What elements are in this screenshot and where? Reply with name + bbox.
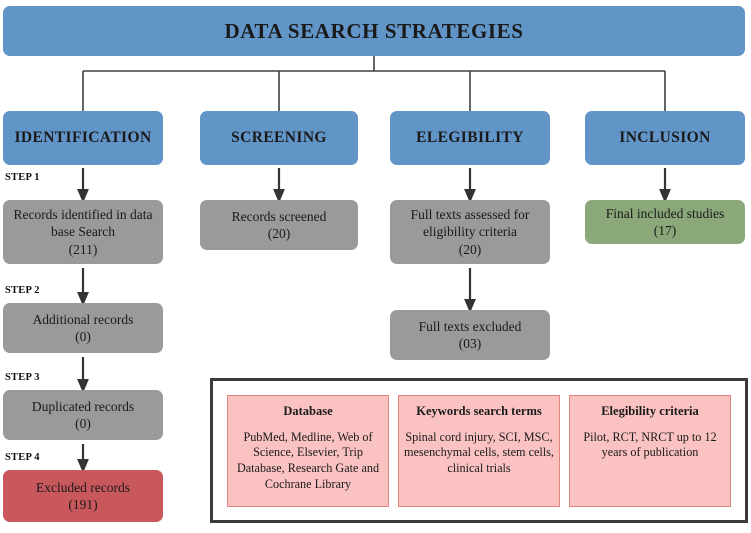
card-keywords-body: Spinal cord injury, SCI, MSC, mesenchyma… xyxy=(404,429,554,476)
stage-header-elegibility: ELEGIBILITY xyxy=(390,111,550,165)
step-label-4: STEP 4 xyxy=(5,452,40,463)
node-records-identified: Records identified in data base Search (… xyxy=(3,200,163,264)
card-database: Database PubMed, Medline, Web of Science… xyxy=(227,394,389,507)
node-duplicated-records: Duplicated records (0) xyxy=(3,390,163,440)
page-title: DATA SEARCH STRATEGIES xyxy=(3,6,745,56)
node-excluded-records-count: (191) xyxy=(68,497,98,512)
node-duplicated-records-text: Duplicated records xyxy=(31,398,135,414)
node-final-included-studies: Final included studies (17) xyxy=(585,200,745,244)
step-label-1: STEP 1 xyxy=(5,172,40,183)
node-records-screened: Records screened (20) xyxy=(200,200,358,250)
stage-header-inclusion: INCLUSION xyxy=(585,111,745,165)
step-label-3: STEP 3 xyxy=(5,372,40,383)
node-full-texts-assessed-text: Full texts assessed for eligibility crit… xyxy=(410,207,530,240)
node-additional-records-count: (0) xyxy=(75,329,91,344)
card-keywords: Keywords search terms Spinal cord injury… xyxy=(398,394,560,507)
node-full-texts-assessed: Full texts assessed for eligibility crit… xyxy=(390,200,550,264)
node-excluded-records: Excluded records (191) xyxy=(3,470,163,522)
search-details-panel: Database PubMed, Medline, Web of Science… xyxy=(210,378,748,523)
card-keywords-title: Keywords search terms xyxy=(416,403,542,418)
node-full-texts-assessed-count: (20) xyxy=(458,241,482,257)
node-final-included-studies-text: Final included studies xyxy=(605,205,725,221)
node-full-texts-excluded: Full texts excluded (03) xyxy=(390,310,550,360)
card-elegibility-criteria-title: Elegibility criteria xyxy=(601,403,699,418)
node-additional-records-text: Additional records xyxy=(32,311,134,327)
node-full-texts-excluded-text: Full texts excluded xyxy=(418,318,522,334)
card-database-title: Database xyxy=(283,403,333,418)
card-elegibility-criteria: Elegibility criteria Pilot, RCT, NRCT up… xyxy=(569,394,731,507)
node-records-screened-text: Records screened xyxy=(231,208,327,224)
node-records-screened-count: (20) xyxy=(267,226,291,241)
node-final-included-studies-count: (17) xyxy=(653,223,677,238)
node-records-identified-count: (211) xyxy=(68,241,98,257)
node-duplicated-records-count: (0) xyxy=(75,416,91,431)
node-records-identified-text: Records identified in data base Search xyxy=(13,207,153,240)
node-additional-records: Additional records (0) xyxy=(3,303,163,353)
step-label-2: STEP 2 xyxy=(5,285,40,296)
card-database-body: PubMed, Medline, Web of Science, Elsevie… xyxy=(236,429,380,492)
node-full-texts-excluded-count: (03) xyxy=(458,336,482,351)
node-excluded-records-text: Excluded records xyxy=(35,479,131,495)
stage-header-identification: IDENTIFICATION xyxy=(3,111,163,165)
stage-header-screening: SCREENING xyxy=(200,111,358,165)
card-elegibility-criteria-body: Pilot, RCT, NRCT up to 12 years of publi… xyxy=(583,429,717,460)
